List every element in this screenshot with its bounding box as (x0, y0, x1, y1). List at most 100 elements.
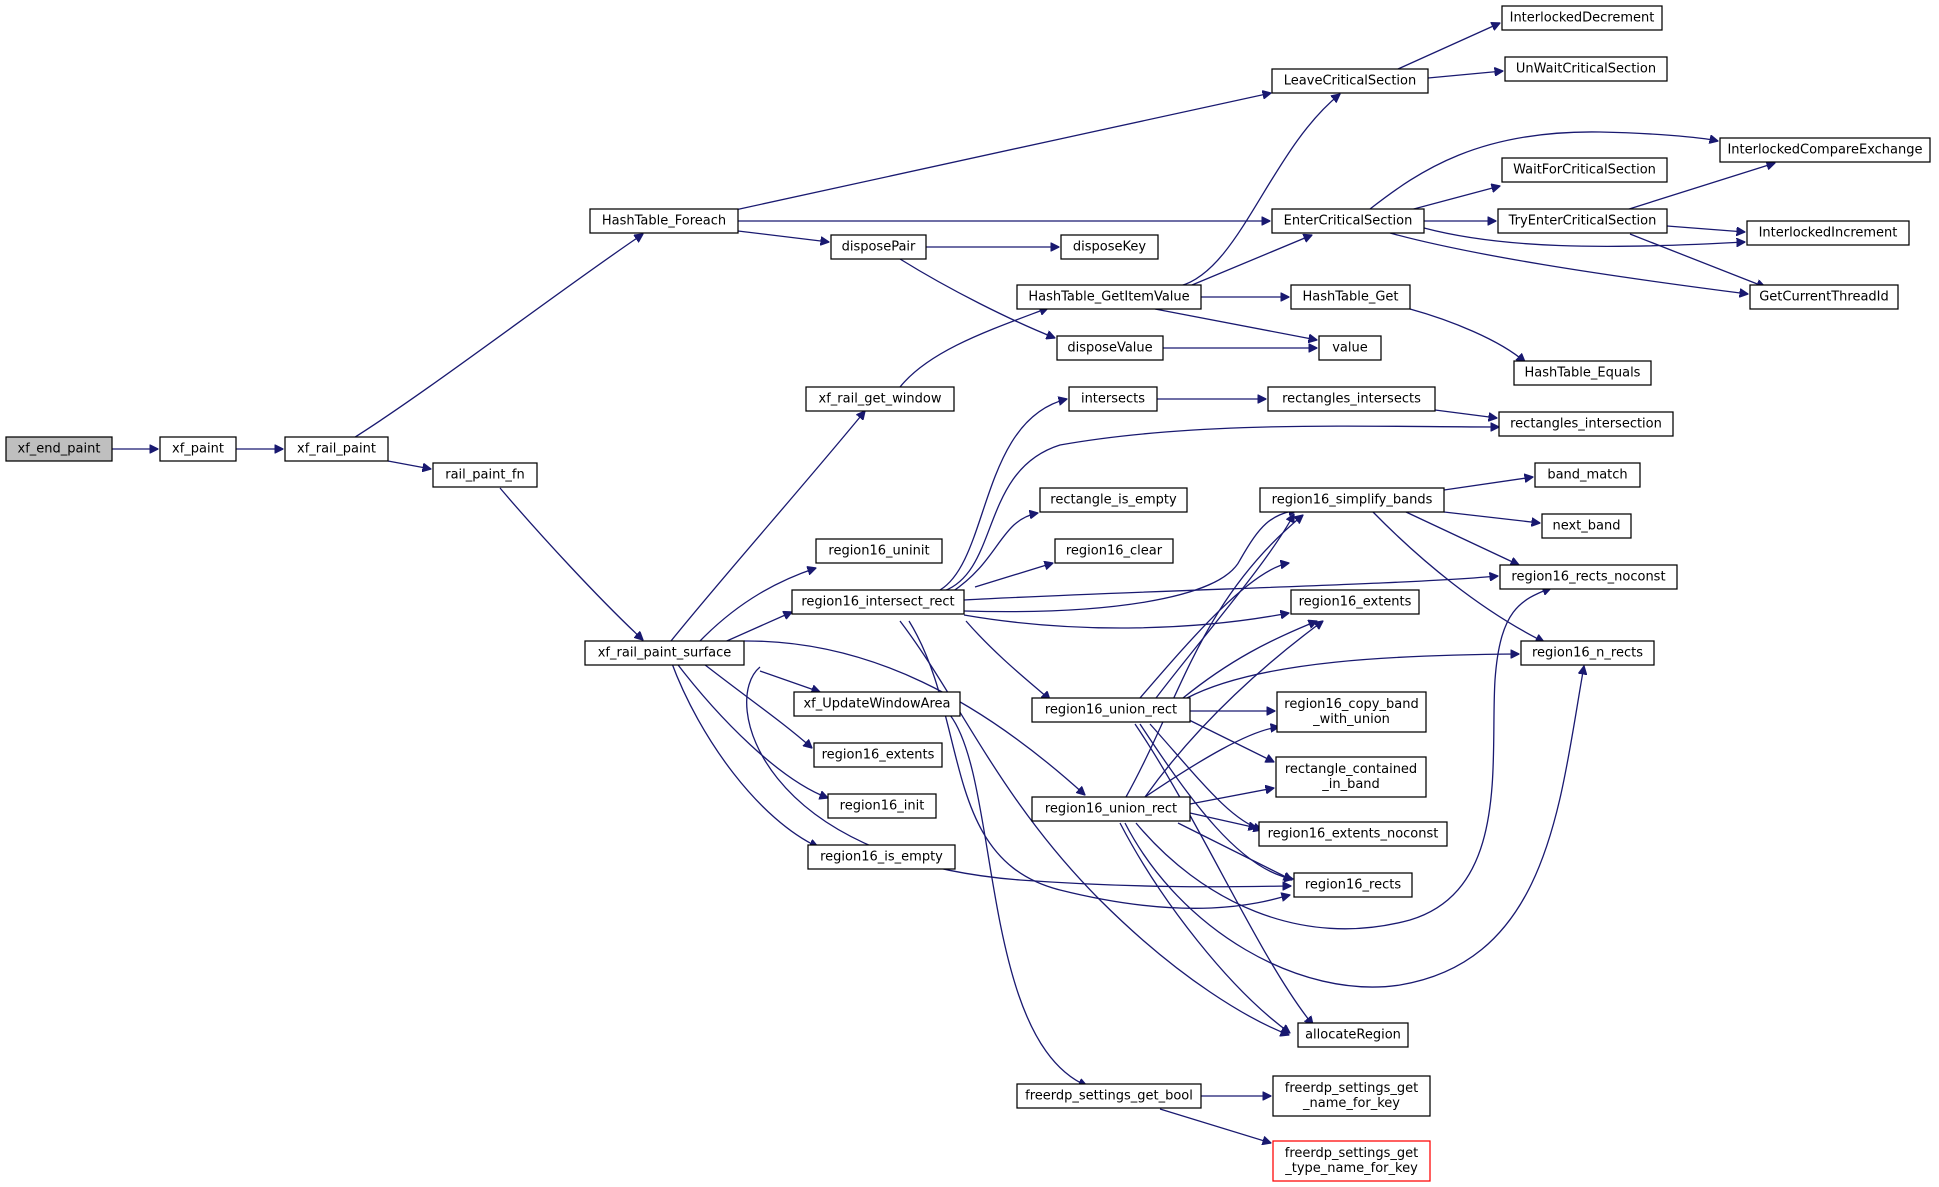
edge (1423, 227, 1745, 248)
edge (699, 660, 812, 748)
edge (949, 714, 1087, 1086)
edge (963, 510, 1297, 613)
node-box (1541, 513, 1632, 539)
node-disposepair: disposePair (830, 234, 927, 260)
node-region16-simplify-bands: region16_simplify_bands (1259, 487, 1445, 513)
node-label: region16_extents (822, 748, 935, 763)
node-box (815, 538, 943, 564)
edge (908, 620, 1290, 909)
node-waitforcriticalsection: WaitForCriticalSection (1501, 157, 1668, 183)
node-next-band: next_band (1541, 513, 1632, 539)
edge (674, 660, 828, 798)
edge (899, 620, 1289, 1035)
edge (670, 660, 818, 847)
node-label: freerdp_settings_get (1285, 1146, 1418, 1161)
node-box (1719, 137, 1931, 163)
node-region16-is-empty: region16_is_empty (807, 844, 956, 870)
edge (1434, 409, 1497, 418)
node-label: region16_n_rects (1532, 646, 1643, 661)
node-label: region16_intersect_rect (801, 595, 954, 610)
node-box (1031, 697, 1191, 723)
node-label: xf_UpdateWindowArea (803, 697, 950, 712)
node-entercriticalsection: EnterCriticalSection (1271, 208, 1425, 234)
edge (1189, 812, 1257, 828)
node-disposevalue: disposeValue (1056, 335, 1164, 361)
node-box (791, 589, 965, 615)
node-region16-extents-r: region16_extents (1290, 589, 1420, 615)
node-label: _type_name_for_key (1284, 1161, 1418, 1176)
node-label: region16_clear (1066, 544, 1163, 559)
node-box (1272, 1075, 1431, 1117)
edge (737, 230, 829, 242)
node-box (1060, 234, 1159, 260)
node-label: region16_is_empty (820, 850, 943, 865)
node-xf-paint: xf_paint (159, 436, 237, 462)
edge (499, 487, 643, 640)
node-box (807, 844, 956, 870)
node-box (830, 234, 927, 260)
node-box (584, 640, 745, 666)
node-label: region16_union_rect (1045, 802, 1177, 817)
node-box (1749, 284, 1899, 310)
node-box (1318, 335, 1382, 361)
node-box (1504, 56, 1668, 82)
node-box (1259, 487, 1445, 513)
edge (1124, 666, 1584, 988)
node-label: disposePair (842, 240, 916, 255)
node-leavecriticalsection: LeaveCriticalSection (1271, 68, 1429, 94)
node-box (1290, 284, 1411, 310)
node-label: allocateRegion (1305, 1028, 1401, 1043)
edge (1369, 131, 1718, 210)
node-box (432, 462, 538, 488)
node-rectangle-is-empty: rectangle_is_empty (1039, 487, 1188, 513)
node-box (1267, 386, 1436, 412)
edge (1139, 723, 1293, 879)
node-rectangles-intersects: rectangles_intersects (1267, 386, 1436, 412)
node-region16-rects: region16_rects (1293, 872, 1413, 898)
node-freerdp-settings-get-bool: freerdp_settings_get_bool (1016, 1083, 1202, 1109)
edge (387, 460, 431, 469)
edge (965, 620, 1050, 700)
node-box (1498, 411, 1674, 437)
edge (1427, 71, 1503, 79)
node-hashtable-getitemvalue: HashTable_GetItemValue (1016, 284, 1202, 310)
edge (1443, 477, 1533, 491)
node-box (1290, 589, 1420, 615)
edge (1186, 718, 1274, 762)
edge (1125, 515, 1303, 798)
node-box (1499, 564, 1678, 590)
edge (963, 613, 1289, 629)
node-box (813, 742, 943, 768)
node-label: InterlockedDecrement (1510, 11, 1655, 26)
node-label: UnWaitCriticalSection (1516, 62, 1656, 77)
node-box (159, 436, 237, 462)
edge (1144, 727, 1279, 798)
node-region16-copy-band-with-union: region16_copy_band_with_union (1276, 691, 1427, 733)
node-box (1275, 756, 1427, 798)
node-xf-end-paint: xf_end_paint (5, 436, 113, 462)
edge (899, 258, 1055, 338)
node-label: region16_init (840, 799, 925, 814)
node-label: region16_extents_noconst (1268, 827, 1439, 842)
node-label: rectangles_intersection (1510, 417, 1662, 432)
node-disposekey: disposeKey (1060, 234, 1159, 260)
node-box (1297, 1022, 1409, 1048)
edge (759, 670, 820, 692)
node-box (1016, 1083, 1202, 1109)
node-region16-clear: region16_clear (1054, 538, 1174, 564)
edge (974, 563, 1053, 588)
edge (1389, 232, 1748, 294)
node-label: HashTable_Get (1302, 290, 1398, 305)
node-hashtable-get: HashTable_Get (1290, 284, 1411, 310)
node-box (1056, 335, 1164, 361)
node-label: _with_union (1312, 712, 1390, 727)
edge (1159, 1108, 1271, 1143)
edge (1189, 788, 1274, 805)
node-value: value (1318, 335, 1382, 361)
node-box (589, 208, 739, 234)
node-region16-union-rect-2: region16_union_rect (1031, 796, 1191, 822)
node-label: EnterCriticalSection (1284, 214, 1413, 229)
edge (1629, 233, 1765, 287)
node-label: rectangles_intersects (1282, 392, 1421, 407)
